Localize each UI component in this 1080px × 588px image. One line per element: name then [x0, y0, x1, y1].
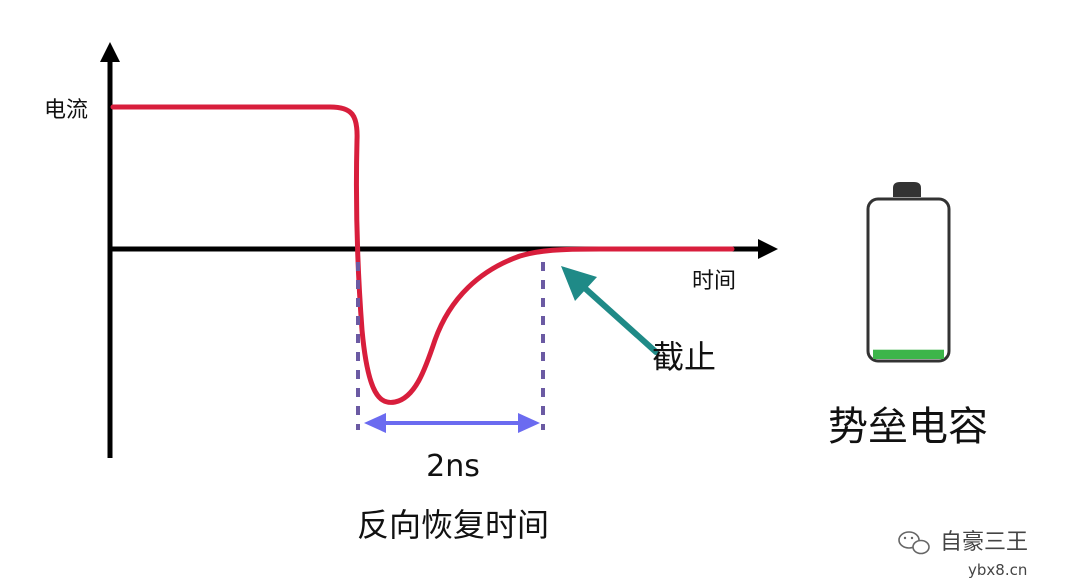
battery-icon: [866, 182, 951, 363]
battery-charge-fill: [873, 349, 944, 359]
recovery-time-label: 反向恢复时间: [357, 506, 549, 544]
watermark-brand: 自豪三王: [940, 530, 1028, 555]
capacitor-label: 势垒电容: [828, 404, 988, 450]
y-axis-label: 电流: [44, 98, 88, 123]
wechat-icon: [898, 531, 930, 555]
cutoff-arrow-head: [561, 266, 597, 301]
battery-terminal: [893, 182, 921, 197]
cutoff-label: 截止: [652, 338, 716, 376]
battery-body: [866, 197, 951, 363]
x-axis-arrowhead: [758, 239, 778, 259]
duration-label: 2ns: [426, 449, 480, 484]
watermark: 自豪三王 ybx8.cn: [898, 530, 1028, 579]
duration-arrow-left-head: [364, 413, 386, 433]
x-axis-label: 时间: [692, 269, 736, 294]
duration-arrow-right-head: [518, 413, 540, 433]
y-axis-arrowhead: [100, 42, 120, 62]
current-curve: [110, 104, 735, 405]
cutoff-arrow-shaft: [575, 279, 659, 355]
watermark-site: ybx8.cn: [968, 561, 1027, 579]
